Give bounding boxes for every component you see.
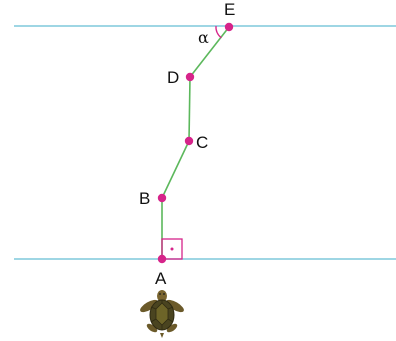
label-d: D (167, 68, 179, 87)
turtle-icon (140, 290, 184, 338)
segment-de (189, 26, 230, 78)
point-e (224, 22, 234, 32)
segment-cd (188, 76, 191, 142)
point-a (157, 254, 167, 264)
label-e: E (224, 0, 235, 19)
point-b (157, 193, 167, 203)
segment-bc (161, 140, 190, 199)
label-a: A (155, 269, 167, 288)
angle-alpha-label: α (198, 28, 209, 47)
angle-alpha-arc (215, 25, 222, 39)
right-angle-marker (161, 238, 183, 260)
label-b: B (139, 189, 150, 208)
point-d (185, 72, 195, 82)
label-c: C (196, 133, 208, 152)
point-c (184, 136, 194, 146)
